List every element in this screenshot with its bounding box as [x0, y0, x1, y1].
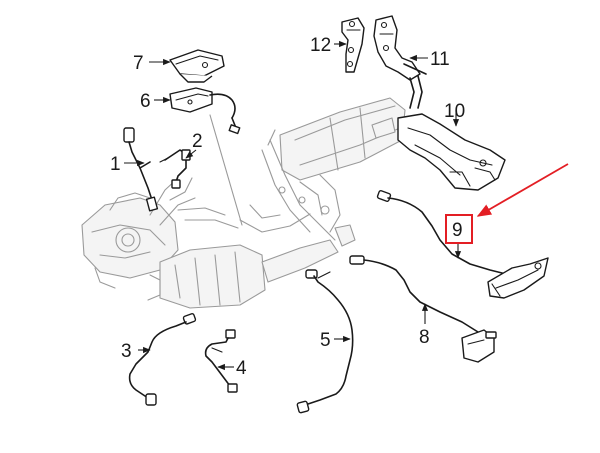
sensor-part-4	[204, 329, 238, 393]
callout-8: 8	[419, 327, 430, 348]
heat-shield-part-10	[397, 113, 506, 191]
highlight-box	[445, 214, 473, 244]
callout-4: 4	[236, 358, 247, 379]
callout-3: 3	[121, 341, 132, 362]
callout-6: 6	[140, 91, 151, 112]
highlight-arrow	[476, 163, 569, 217]
callout-leaders	[124, 40, 462, 371]
callout-2: 2	[192, 131, 203, 152]
callout-7: 7	[133, 53, 144, 74]
oxygen-sensor-part-2	[159, 149, 191, 189]
control-module-part-7	[169, 49, 225, 83]
callout-1: 1	[110, 154, 121, 175]
sensor-part-5	[296, 269, 354, 414]
callout-5: 5	[320, 330, 331, 351]
callout-labels: 1 2 3 4 5 6 7 8 10 11 12	[110, 35, 465, 379]
engine-exhaust-assembly	[81, 97, 406, 309]
sensor-part-8	[349, 255, 497, 363]
highlight-callout-9: 9	[445, 163, 569, 244]
callout-10: 10	[444, 101, 465, 122]
sensor-part-9	[376, 190, 549, 299]
bracket-part-12	[341, 17, 365, 73]
oxygen-sensor-part-1	[123, 127, 159, 212]
callout-9: 9	[452, 220, 463, 241]
callout-11: 11	[430, 49, 450, 70]
sensor-module-part-6	[169, 87, 241, 135]
callout-12: 12	[310, 35, 331, 56]
sensor-part-3	[128, 313, 197, 406]
bracket-part-11	[373, 15, 427, 109]
